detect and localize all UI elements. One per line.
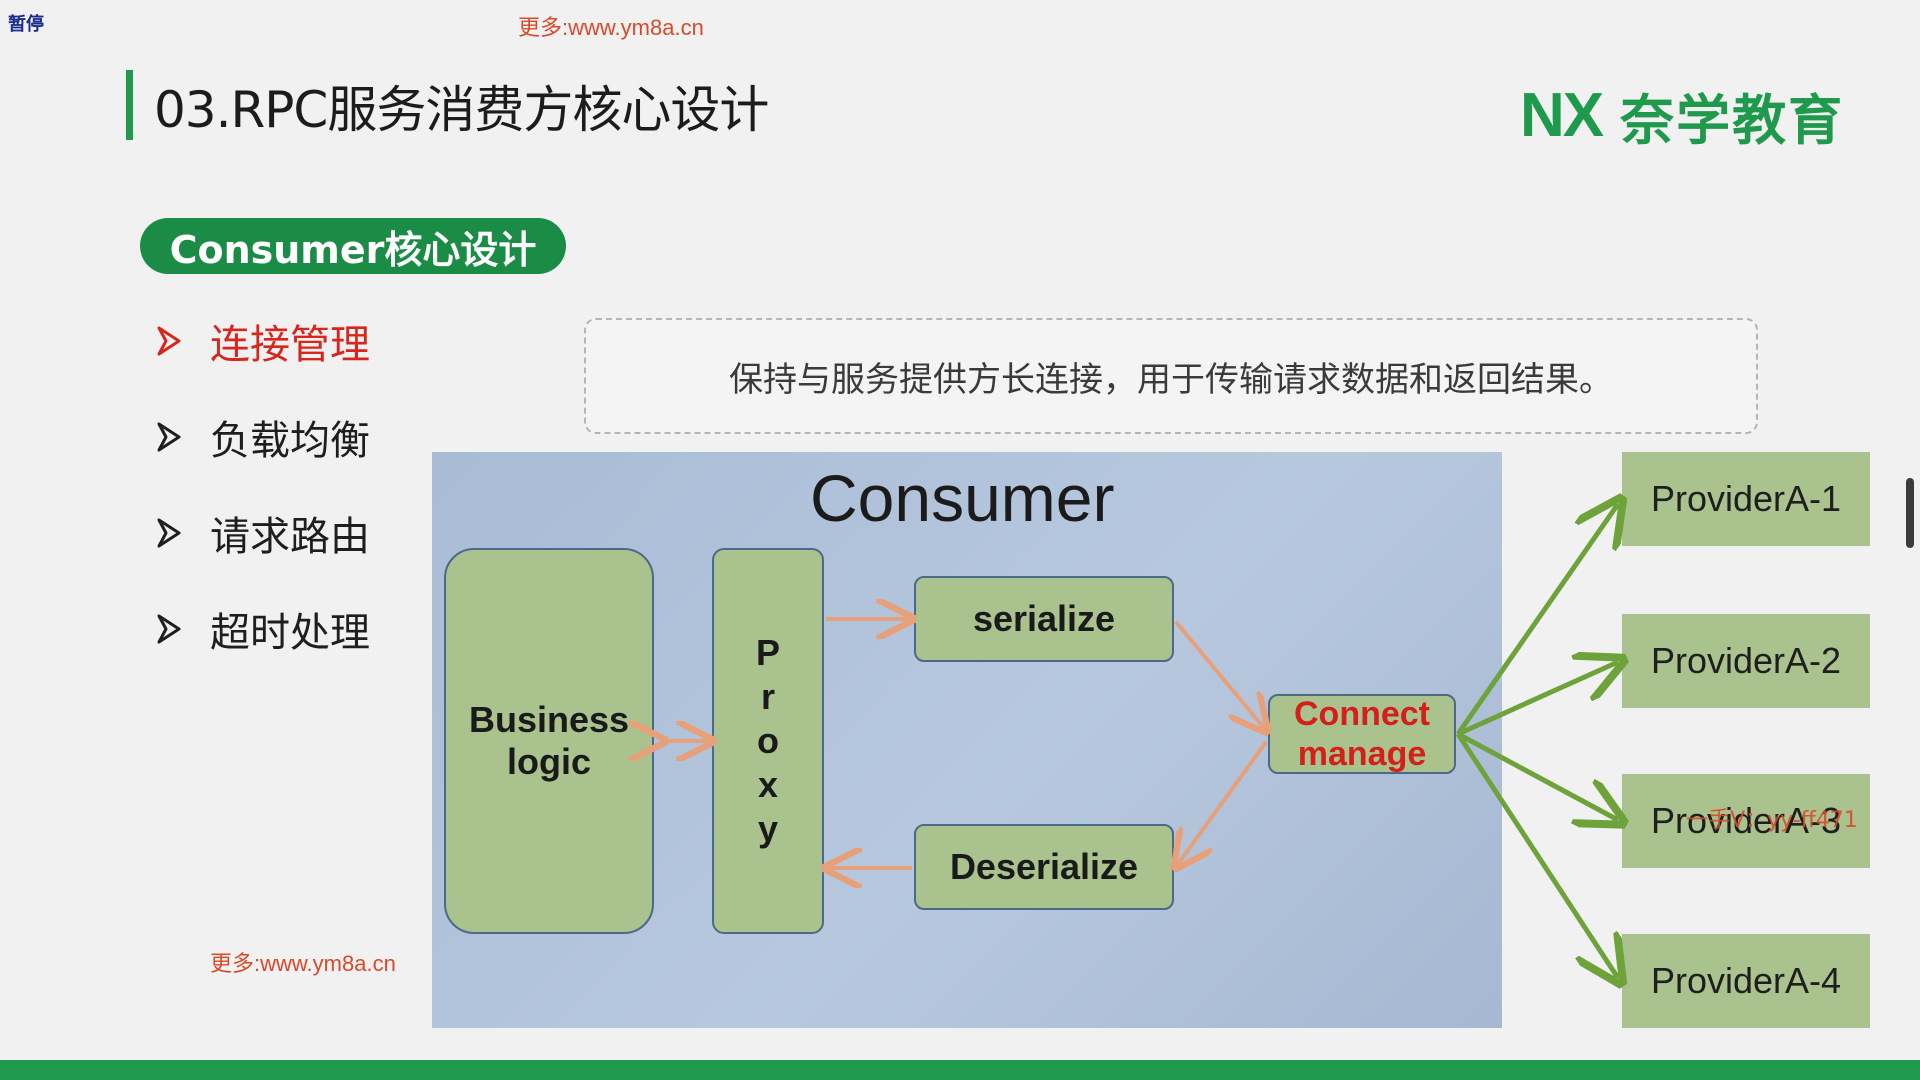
connect-manage-box: Connect manage	[1268, 694, 1456, 774]
arrow-bullet-icon	[157, 422, 181, 452]
logo-text: 奈学教育	[1620, 89, 1845, 152]
logo-mark: NX	[1520, 81, 1604, 150]
provider-box-2: ProviderA-2	[1622, 614, 1870, 708]
menu-item-request-routing: 请求路由	[156, 504, 370, 562]
menu-item-label: 请求路由	[210, 514, 370, 560]
proxy-box: P r o x y	[712, 548, 824, 934]
arrow-bullet-icon	[157, 518, 181, 548]
proxy-letter: y	[757, 808, 779, 849]
business-logic-box: Business logic	[444, 548, 654, 934]
provider-box-3: ProviderA-3	[1622, 774, 1870, 868]
connect-manage-line2: manage	[1297, 735, 1427, 773]
section-heading-pill: Consumer核心设计	[140, 218, 566, 274]
bottom-accent-bar	[0, 1060, 1920, 1080]
menu-item-label: 连接管理	[210, 322, 370, 368]
menu-item-connection-management: 连接管理	[156, 312, 370, 370]
proxy-letter: o	[757, 720, 779, 761]
menu-item-timeout-handling: 超时处理	[156, 600, 370, 658]
connect-manage-line1: Connect	[1294, 695, 1430, 733]
watermark-top: 更多:www.ym8a.cn	[518, 15, 704, 40]
deserialize-box: Deserialize	[914, 824, 1174, 910]
title-accent-bar	[126, 70, 133, 140]
proxy-letter: x	[757, 764, 779, 805]
provider-box-1: ProviderA-1	[1622, 452, 1870, 546]
menu-item-label: 超时处理	[210, 610, 370, 656]
slide-title: 03.RPC服务消费方核心设计	[154, 81, 769, 139]
arrow-bullet-icon	[157, 326, 181, 356]
brand-logo: NX 奈学教育	[1520, 76, 1844, 155]
proxy-letter: P	[755, 632, 780, 673]
watermark-bottom: 更多:www.ym8a.cn	[210, 951, 396, 976]
menu-item-label: 负载均衡	[210, 418, 370, 464]
scrollbar-handle[interactable]	[1906, 478, 1914, 548]
consumer-panel-title: Consumer	[810, 461, 1115, 535]
description-box: 保持与服务提供方长连接，用于传输请求数据和返回结果。	[584, 318, 1758, 434]
proxy-letter: r	[760, 676, 775, 717]
serialize-box: serialize	[914, 576, 1174, 662]
menu-item-load-balancing: 负载均衡	[156, 408, 370, 466]
provider-box-4: ProviderA-4	[1622, 934, 1870, 1028]
arrow-bullet-icon	[157, 614, 181, 644]
pause-button[interactable]: 暂停	[8, 14, 44, 35]
watermark-provider: 一手V：yy-ff471	[1686, 808, 1858, 833]
